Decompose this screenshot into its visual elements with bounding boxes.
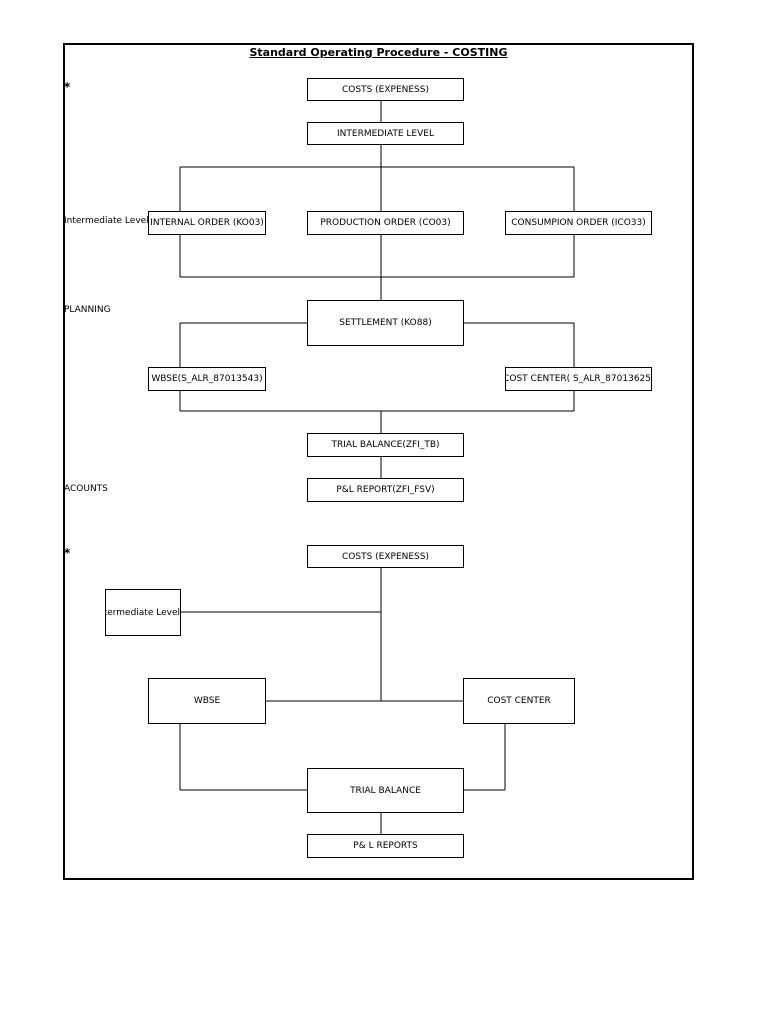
- trial-balance-box: TRIAL BALANCE(ZFI_TB): [307, 433, 464, 457]
- internal-order-box: INTERNAL ORDER (KO03): [148, 211, 266, 235]
- costs-box-2: COSTS (EXPENESS): [307, 545, 464, 568]
- intermediate-level-box: INTERMEDIATE LEVEL: [307, 122, 464, 145]
- costs-box: COSTS (EXPENESS): [307, 78, 464, 101]
- label-intermediate-level: Intermediate Level: [64, 216, 149, 226]
- wbse-box-2: WBSE: [148, 678, 266, 724]
- settlement-box: SETTLEMENT (KO88): [307, 300, 464, 346]
- label-planning: PLANNING: [64, 305, 111, 315]
- label-accounts: ACOUNTS: [64, 484, 108, 494]
- intermediate-level-box-2: Intermediate Level: [105, 589, 181, 636]
- wbse-box: WBSE(S_ALR_87013543): [148, 367, 266, 391]
- diagram2-marker: *: [64, 546, 71, 560]
- cost-center-box-2: COST CENTER: [463, 678, 575, 724]
- trial-balance-box-2: TRIAL BALANCE: [307, 768, 464, 813]
- cost-center-box: COST CENTER( S_ALR_87013625: [505, 367, 652, 391]
- pl-reports-box-2: P& L REPORTS: [307, 834, 464, 858]
- production-order-box: PRODUCTION ORDER (CO03): [307, 211, 464, 235]
- page-title: Standard Operating Procedure - COSTING: [249, 46, 508, 59]
- diagram1-marker: *: [64, 80, 71, 94]
- consumption-order-box: CONSUMPION ORDER (ICO33): [505, 211, 652, 235]
- page-frame: [63, 43, 694, 880]
- pl-report-box: P&L REPORT(ZFI_FSV): [307, 478, 464, 502]
